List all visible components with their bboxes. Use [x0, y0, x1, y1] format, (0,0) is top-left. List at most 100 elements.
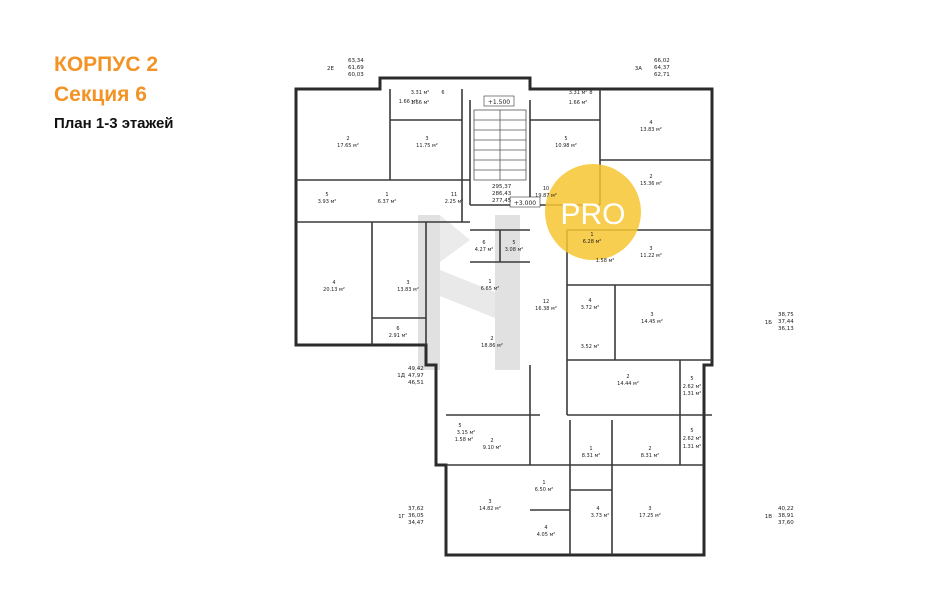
room-area: 1.66 м²: [399, 99, 418, 105]
room-label: 3: [406, 280, 409, 286]
room-area: 1.66 м²: [569, 100, 588, 106]
room-area: 3.73 м²: [591, 513, 610, 519]
room-area: 19.87 м²: [535, 193, 557, 199]
room-area: 4.27 м²: [475, 247, 494, 253]
room-area: 2.62 м²: [683, 384, 702, 390]
room-area: 1.58 м²: [596, 258, 615, 264]
room-area: 8.31 м²: [582, 453, 601, 459]
apt-code-3a: 3А: [635, 66, 642, 72]
room-area: 17.25 м²: [639, 513, 661, 519]
watermark-logo: [418, 215, 520, 370]
room-area: 13.83 м²: [397, 287, 419, 293]
pro-badge: PRO: [545, 164, 641, 260]
apt-code-1v: 1В: [765, 514, 772, 520]
apt-2e-area-2: 61,69: [348, 65, 364, 71]
outer-walls: [294, 76, 714, 557]
staircase: [473, 109, 527, 181]
room-area: 3.15 м²: [457, 430, 476, 436]
room-area: 14.45 м²: [641, 319, 663, 325]
room-area: 4.05 м²: [537, 532, 556, 538]
room-label: 3: [488, 499, 491, 505]
room-label: 5: [325, 192, 328, 198]
room-area: 1.66 м²: [411, 100, 430, 106]
room-label: 4: [649, 120, 652, 126]
room-area: 3.31 м²: [569, 90, 588, 96]
level-marks: +1.500 +3.000: [483, 95, 541, 208]
room-area: 2.62 м²: [683, 436, 702, 442]
room-label: 2: [490, 336, 493, 342]
room-area: 1.31 м²: [683, 391, 702, 397]
room-label: 5: [690, 376, 693, 382]
building-title: КОРПУС 2: [54, 53, 158, 76]
room-area: 3.93 м²: [318, 199, 337, 205]
pro-badge-text: PRO: [560, 198, 625, 231]
apt-1d-area-3: 46,51: [408, 380, 424, 386]
room-area: 9.10 м²: [483, 445, 502, 451]
room-label: 1: [589, 446, 592, 452]
room-area: 11.22 м²: [640, 253, 662, 259]
stair-area-3: 277,45: [492, 198, 512, 204]
room-area: 6.37 м²: [378, 199, 397, 205]
room-area: 6.28 м²: [583, 239, 602, 245]
room-area: 14.44 м²: [617, 381, 639, 387]
room-label: 1: [385, 192, 388, 198]
room-label: 2: [648, 446, 651, 452]
apt-1g-area-3: 34,47: [408, 520, 424, 526]
room-label: 6: [441, 90, 444, 96]
apt-1d-area-1: 49,42: [408, 366, 424, 372]
room-label: 5: [690, 428, 693, 434]
room-label: 10: [543, 186, 549, 192]
room-label: 3: [425, 136, 428, 142]
room-area: 3.31 м²: [411, 90, 430, 96]
room-label: 1: [488, 279, 491, 285]
stair-area-1: 295,37: [492, 184, 512, 190]
room-label: 4: [332, 280, 335, 286]
room-label: 4: [596, 506, 599, 512]
room-area: 13.83 м²: [640, 127, 662, 133]
room-label: 2: [626, 374, 629, 380]
apt-code-1b: 1Б: [765, 320, 772, 326]
apt-code-1d: 1Д: [397, 373, 405, 379]
apt-2e-area-3: 60,03: [348, 72, 364, 78]
stair-area-2: 286,43: [492, 191, 512, 197]
apt-3a-area-2: 64,37: [654, 65, 670, 71]
room-label: 2: [490, 438, 493, 444]
room-label: 4: [588, 298, 591, 304]
apt-1g-area-1: 37,62: [408, 506, 424, 512]
room-area: 20.13 м²: [323, 287, 345, 293]
room-label: 5: [564, 136, 567, 142]
apt-2e-area-1: 63,34: [348, 58, 364, 64]
floors-title: План 1-3 этажей: [54, 115, 174, 132]
room-label: 6: [396, 326, 399, 332]
room-area: 15.36 м²: [640, 181, 662, 187]
apt-1d-area-2: 47,97: [408, 373, 424, 379]
room-label: 5: [512, 240, 515, 246]
apt-1b-area-3: 36,13: [778, 326, 794, 332]
apt-1b-area-1: 38,75: [778, 312, 794, 318]
apartment-area-blocks: 2Е 63,34 61,69 60,03 3А 66,02 64,37 62,7…: [327, 58, 794, 526]
room-area: 18.86 м²: [481, 343, 503, 349]
apt-code-1g: 1Г: [398, 514, 405, 520]
apt-code-2e: 2Е: [327, 66, 334, 72]
room-area: 17.65 м²: [337, 143, 359, 149]
apt-1v-area-3: 37,60: [778, 520, 794, 526]
room-label: 2: [346, 136, 349, 142]
room-area: 2.91 м²: [389, 333, 408, 339]
room-labels: 2 17.65 м² 3 11.75 м² 1 6.37 м² 5 3.93 м…: [318, 90, 702, 538]
room-label: 3: [650, 312, 653, 318]
room-area: 11.75 м²: [416, 143, 438, 149]
room-area: 14.82 м²: [479, 506, 501, 512]
room-area: 1.31 м²: [683, 444, 702, 450]
room-area: 10.98 м²: [555, 143, 577, 149]
room-label: 3: [649, 246, 652, 252]
apt-1v-area-1: 40,22: [778, 506, 794, 512]
room-area: 3.52 м²: [581, 344, 600, 350]
room-area: 6.65 м²: [481, 286, 500, 292]
apt-1b-area-2: 37,44: [778, 319, 794, 325]
room-area: 2.25 м²: [445, 199, 464, 205]
room-area: 6.50 м²: [535, 487, 554, 493]
room-label: 6: [482, 240, 485, 246]
room-label: 1: [590, 232, 593, 238]
apt-3a-area-1: 66,02: [654, 58, 670, 64]
